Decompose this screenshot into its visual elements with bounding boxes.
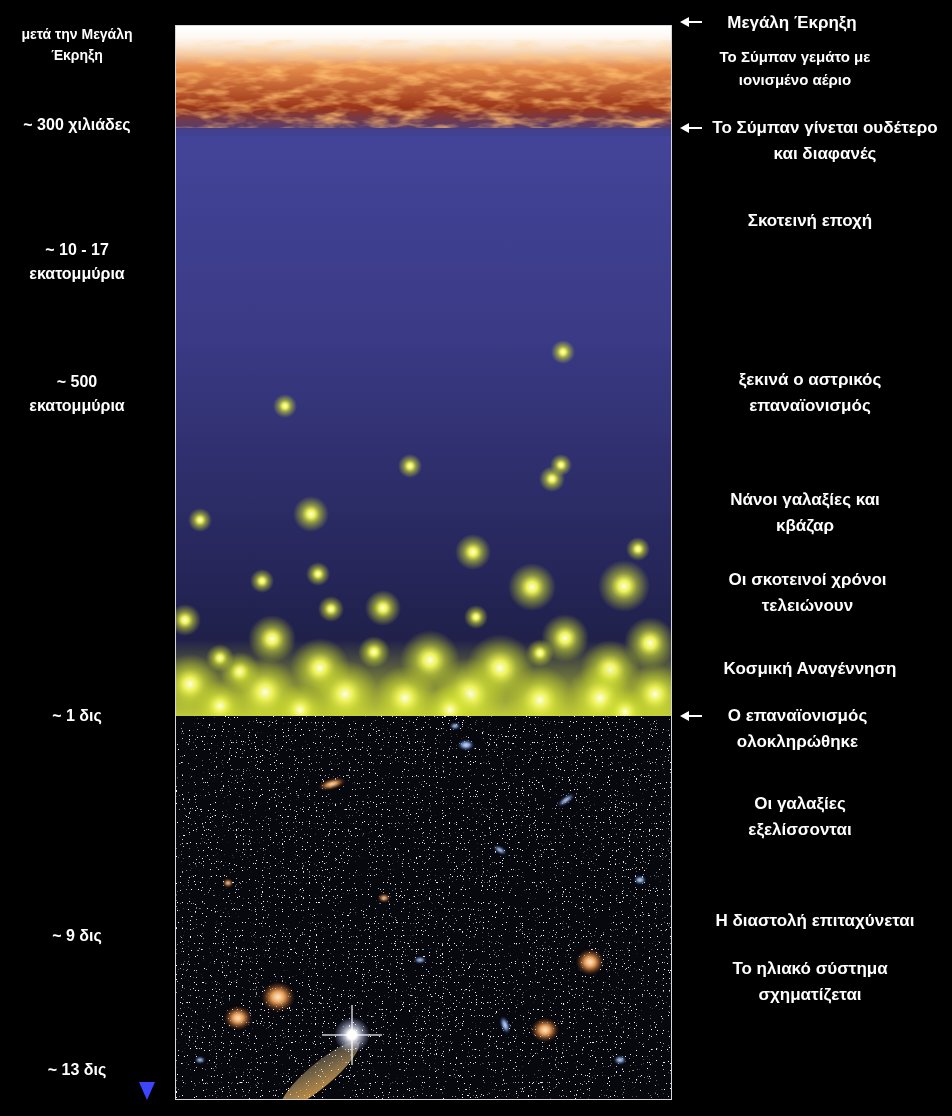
event-label: Νάνοι γαλαξίες και κβάζαρ — [720, 487, 890, 538]
event-label: Ο επαναϊονισμός ολοκληρώθηκε — [705, 703, 890, 754]
transparency-edge — [175, 128, 672, 136]
event-label: Η διαστολή επιταχύνεται — [684, 908, 946, 934]
ionised-gas — [175, 25, 672, 135]
event-label: Το ηλιακό σύστημα σχηματίζεται — [700, 956, 920, 1007]
time-label: μετά την Μεγάλη Έκρηξη — [14, 24, 140, 66]
foreground-star — [274, 1005, 382, 1100]
galaxy-field — [175, 716, 672, 1100]
event-label: ξεκινά ο αστρικός επαναϊονισμός — [700, 367, 920, 418]
panel-border — [176, 26, 672, 1100]
event-label: Μεγάλη Έκρηξη — [707, 10, 877, 36]
first-galaxies-quasars — [175, 340, 672, 736]
pointer-arrows — [680, 17, 702, 721]
time-label: ~ 10 - 17 εκατομμύρια — [14, 238, 140, 286]
star-speckles — [175, 716, 672, 1100]
event-label: Το Σύμπαν γίνεται ουδέτερο και διαφανές — [705, 115, 945, 166]
event-label: Κοσμική Αναγέννηση — [690, 656, 930, 682]
dark-age — [175, 130, 672, 716]
time-label: ~ 300 χιλιάδες — [14, 113, 140, 137]
big-bang-glow — [175, 25, 672, 65]
time-label: ~ 13 δις — [14, 1058, 140, 1082]
event-label: Σκοτεινή εποχή — [700, 208, 920, 234]
time-axis — [146, 25, 149, 1084]
time-label: ~ 500 εκατομμύρια — [14, 370, 140, 418]
event-label: Οι γαλαξίες εξελίσσονται — [715, 791, 885, 842]
event-label: Οι σκοτεινοί χρόνοι τελειώνουν — [700, 567, 915, 618]
universe-panel — [175, 25, 672, 1100]
event-label: Το Σύμπαν γεμάτο με ιονισμένο αέριο — [700, 46, 890, 91]
time-axis-head — [139, 1082, 155, 1100]
time-label: ~ 9 δις — [14, 924, 140, 948]
galaxies — [195, 723, 646, 1064]
time-label: ~ 1 δις — [14, 704, 140, 728]
